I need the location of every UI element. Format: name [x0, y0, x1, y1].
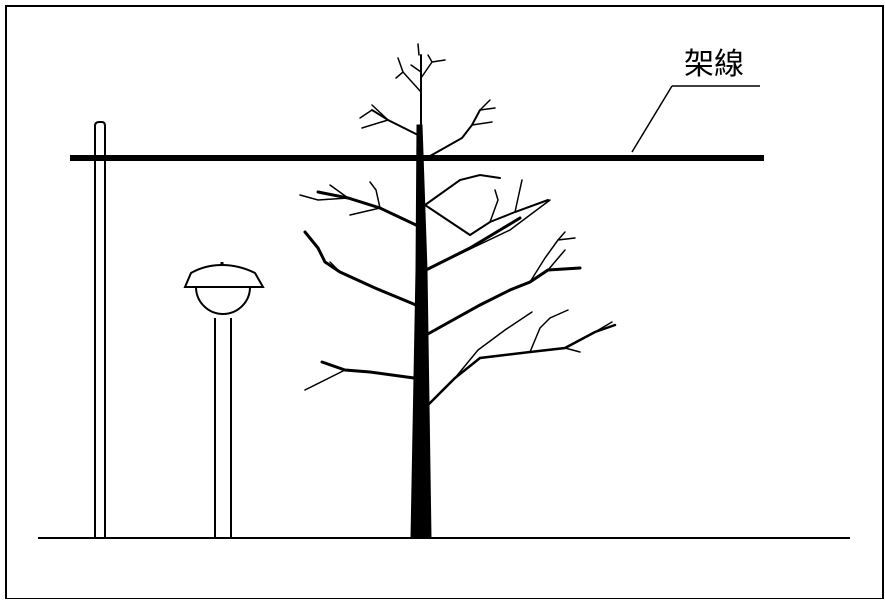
callout-leader: [631, 85, 760, 153]
tree: [299, 43, 617, 539]
overhead-wire-label: 架線: [684, 47, 744, 82]
utility-pole: [94, 121, 106, 538]
diagram-frame: [5, 5, 884, 600]
street-lamp: [183, 262, 265, 538]
tree-trunk: [410, 124, 432, 539]
